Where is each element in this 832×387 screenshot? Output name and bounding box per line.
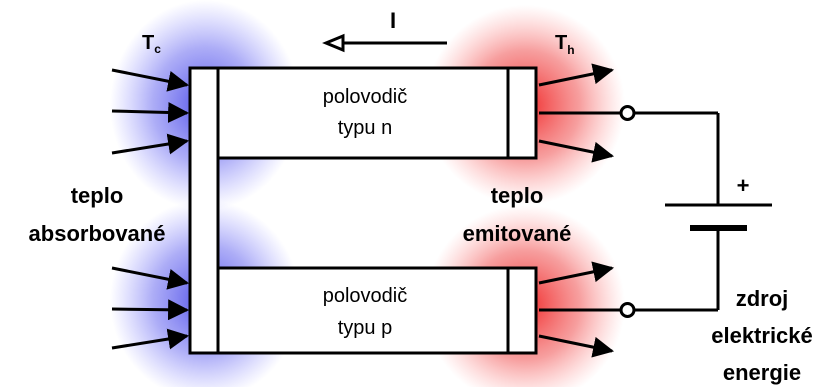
current-arrow (322, 33, 447, 53)
heat-in-arrow (111, 328, 190, 350)
absorbed-heat-arrows (111, 68, 190, 350)
cold-temp-label: Tc (142, 32, 161, 56)
hot-temp-label: Th (555, 32, 575, 57)
hot-contact-bottom (506, 266, 538, 355)
source-label-line3: energie (723, 360, 801, 385)
heat-out-arrow (538, 261, 615, 285)
p-type-leg (211, 266, 535, 355)
battery-symbol (665, 203, 772, 231)
battery-plus-sign: + (737, 173, 750, 198)
absorbed-heat-label-line2: absorbované (29, 221, 166, 246)
cold-junction-plate (188, 66, 220, 355)
heat-in-arrow (111, 133, 190, 155)
n-type-label-line2: typu n (338, 117, 392, 139)
terminal-bottom (619, 302, 636, 318)
current-label: I (390, 8, 396, 33)
source-label-line2: elektrické (711, 323, 813, 348)
heat-out-arrow (538, 63, 615, 87)
terminal-top (619, 105, 636, 121)
n-type-label-line1: polovodič (323, 86, 408, 108)
hot-contact-top (506, 66, 538, 160)
heat-in-arrow (111, 101, 190, 123)
p-type-label-line2: typu p (338, 317, 392, 339)
absorbed-heat-label-line1: teplo (71, 183, 124, 208)
heat-in-arrow (111, 299, 190, 321)
emitted-heat-label-line1: teplo (491, 183, 544, 208)
emitted-heat-label-line2: emitované (463, 221, 572, 246)
p-type-label-line1: polovodič (323, 285, 408, 307)
heat-out-arrow (538, 139, 615, 163)
emitted-heat-arrows (538, 63, 615, 358)
heat-in-arrow (111, 266, 190, 290)
heat-in-arrow (111, 68, 190, 92)
n-type-leg (211, 66, 535, 160)
heat-out-arrow (538, 334, 615, 358)
circuit-wires (539, 111, 720, 312)
source-label-line1: zdroj (736, 286, 789, 311)
